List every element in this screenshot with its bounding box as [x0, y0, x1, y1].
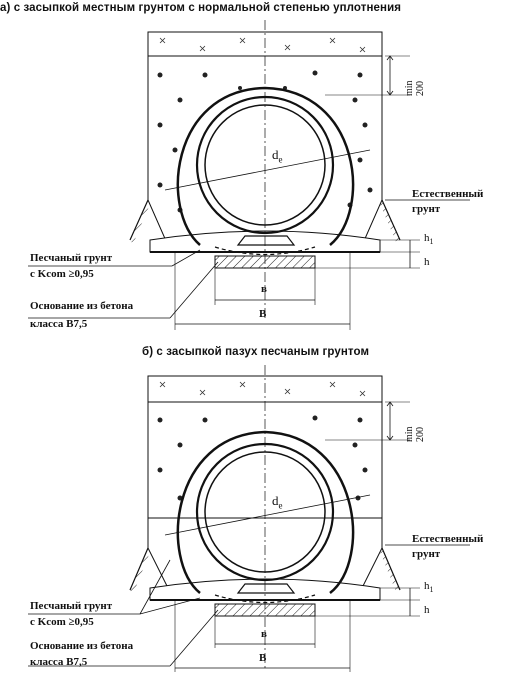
- diameter-label-a: de: [272, 147, 283, 165]
- sand-soil-label-b: Песчаный грунт: [30, 600, 113, 612]
- backfill-marks-b: [157, 415, 368, 501]
- h-label-b: h: [424, 604, 430, 616]
- h-label-a: h: [424, 256, 430, 268]
- b-small-b: в: [261, 628, 267, 640]
- figure-b: [28, 365, 470, 672]
- figure-a: [28, 20, 470, 330]
- sand-soil-label-a: Песчаный грунт: [30, 252, 113, 264]
- natural-soil-label-b: Естественный: [412, 533, 484, 545]
- h1-label-b: h1: [424, 580, 434, 595]
- b-small-a: в: [261, 283, 267, 295]
- concrete-label-a: Основание из бетона: [30, 300, 134, 312]
- caption-b: б) с засыпкой пазух песчаным грунтом: [142, 346, 370, 358]
- natural-soil-label-b-2: грунт: [412, 548, 441, 560]
- b-big-b: В: [259, 652, 267, 664]
- sand-soil-label-b-2: с Kcom ≥0,95: [30, 616, 94, 628]
- h1-label-a: h1: [424, 232, 434, 247]
- natural-soil-label-a-2: грунт: [412, 203, 441, 215]
- caption-a: а) с засыпкой местным грунтом с нормальн…: [0, 2, 402, 14]
- sand-soil-label-a-2: с Kcom ≥0,95: [30, 268, 94, 280]
- top-layer-crosses: [159, 37, 366, 53]
- concrete-label-a-2: класса В7,5: [30, 318, 88, 330]
- concrete-label-b-2: класса В7,5: [30, 656, 88, 668]
- natural-soil-label-a: Естественный: [412, 188, 484, 200]
- b-big-a: В: [259, 308, 267, 320]
- concrete-label-b: Основание из бетона: [30, 640, 134, 652]
- diameter-label-b: de: [272, 493, 283, 511]
